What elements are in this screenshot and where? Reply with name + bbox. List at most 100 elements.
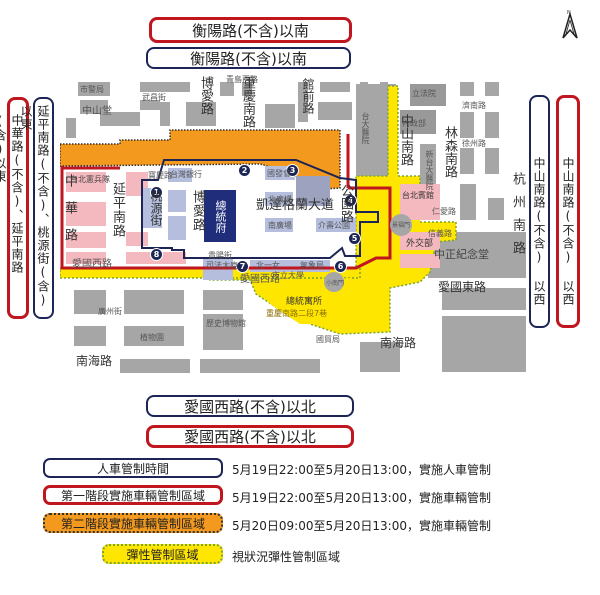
landmark-label: 小南門 xyxy=(326,280,345,287)
checkpoint-marker-2: 2 xyxy=(238,164,251,177)
landmark-label: 中山堂 xyxy=(82,106,112,117)
presidential-office-label: 總統府 xyxy=(214,199,227,233)
marker-label: 1 xyxy=(153,188,160,197)
landmark-label: 景福門 xyxy=(392,222,411,229)
svg-text:N: N xyxy=(567,10,571,16)
south-boundary-red-label: 愛國西路(不含)以北 xyxy=(184,428,316,446)
road-label: 徐州路 xyxy=(462,139,486,148)
south-boundary-navy-label: 愛國西路(不含)以北 xyxy=(184,397,316,416)
control-boundaries xyxy=(60,134,392,270)
landmark-label: 北一女 xyxy=(256,261,280,270)
marker-label: 8 xyxy=(153,250,160,259)
legend-text: 5月19日22:00至5月20日13:00，實施車輛管制 xyxy=(232,491,491,505)
landmark-label: 台北賓館 xyxy=(402,191,434,200)
marker-label: 6 xyxy=(337,262,344,271)
north-boundary-navy: 衡陽路(不含)以南 xyxy=(146,47,351,69)
legend-text: 視狀況彈性管制區域 xyxy=(232,550,341,564)
west-boundary-red: 中華路(不含)、延平南路(含)以東 xyxy=(0,97,29,319)
south-boundary-navy: 愛國西路(不含)以北 xyxy=(146,395,354,417)
legend-badge-phase-two: 第二階段實施車輛管制區域 xyxy=(43,513,223,533)
landmark-label: 台北憲兵隊 xyxy=(70,175,110,184)
legend-badge-label: 人車管制時間 xyxy=(96,461,169,476)
landmark-label: 中正紀念堂 xyxy=(434,248,489,261)
road-label: 貴陽街 xyxy=(208,251,232,260)
landmark-label: 氣象局 xyxy=(300,261,324,270)
west-boundary-navy-label: 延平南路(不含)、桃源街(含)以東 xyxy=(19,105,50,308)
road-label: 廣州街 xyxy=(98,307,122,316)
east-boundary-red-label: 中山南路(不含) 以西 xyxy=(561,157,575,306)
east-boundary-navy: 中山南路(不含) 以西 xyxy=(529,95,550,328)
north-arrow-icon: N xyxy=(561,8,579,40)
landmark-label: 植物園 xyxy=(140,333,164,342)
marker-label: 4 xyxy=(347,196,354,205)
west-boundary-navy: 延平南路(不含)、桃源街(含)以東 xyxy=(19,97,54,319)
road-label: 中華路 xyxy=(62,174,77,255)
landmark-label: 市立大學 xyxy=(272,271,304,280)
road-label: 杭州南路 xyxy=(510,172,525,264)
marker-label: 5 xyxy=(351,234,358,243)
road-label: 博愛路 xyxy=(198,76,213,115)
landmark-label: 司法大廈 xyxy=(206,261,238,270)
checkpoint-marker-7: 7 xyxy=(236,260,249,273)
legend-badge-phase-one: 第一階段實施車輛管制區域 xyxy=(43,485,223,505)
landmark-label: 國發會 xyxy=(267,169,291,178)
map: 總統府 1 2 3 4 5 6 7 8 中華路 延平南路 桃源街 博愛路 博愛路… xyxy=(60,72,530,382)
road-label: 凱達格蘭大道 xyxy=(256,198,335,213)
checkpoint-marker-6: 6 xyxy=(334,260,347,273)
road-label: 青島西路 xyxy=(226,75,258,84)
road-label: 愛國西路 xyxy=(240,274,280,285)
checkpoint-marker-1: 1 xyxy=(150,186,163,199)
landmark-label: 北廣場 xyxy=(268,195,292,204)
marker-label: 7 xyxy=(239,262,246,271)
landmark-label: 台大醫院 xyxy=(361,112,370,144)
road-label: 濟南路 xyxy=(462,101,486,110)
road-label: 博愛路 xyxy=(190,190,205,232)
north-boundary-navy-label: 衡陽路(不含)以南 xyxy=(190,49,307,68)
road-label: 武昌街 xyxy=(142,93,166,102)
road-label: 仁愛路 xyxy=(432,207,456,216)
road-label: 桃源街 xyxy=(149,190,163,226)
landmark-label: 新台大醫院 xyxy=(425,150,434,190)
legend-badge-people-vehicle-time: 人車管制時間 xyxy=(43,458,223,478)
landmark-label: 南廣場 xyxy=(268,221,292,230)
east-boundary-navy-label: 中山南路(不含) 以西 xyxy=(532,157,546,306)
road-label: 南海路 xyxy=(380,336,417,350)
landmark-label: 外交部 xyxy=(406,239,434,249)
legend-badge-label: 第二階段實施車輛管制區域 xyxy=(60,516,205,531)
north-boundary-red-label: 衡陽路(不含)以南 xyxy=(192,21,309,40)
marker-label: 3 xyxy=(289,166,296,175)
east-boundary-red: 中山南路(不含) 以西 xyxy=(556,95,580,328)
landmark-label: 國貿局 xyxy=(316,335,340,344)
landmark-label: 立法院 xyxy=(412,89,436,98)
marker-label: 2 xyxy=(241,166,248,175)
road-label: 公園路 xyxy=(338,184,353,223)
road-label: 延平南路 xyxy=(110,182,125,238)
road-label: 信義路 xyxy=(428,229,452,238)
legend-badge-label: 彈性管制區域 xyxy=(126,547,199,562)
road-label: 愛國西路 xyxy=(72,259,112,270)
legend-badge-flexible: 彈性管制區域 xyxy=(102,544,223,564)
checkpoint-marker-8: 8 xyxy=(150,248,163,261)
road-label: 重慶南路二段7巷 xyxy=(266,309,328,318)
legend-text: 5月19日22:00至5月20日13:00，實施人車管制 xyxy=(232,463,491,477)
checkpoint-marker-4: 4 xyxy=(344,194,357,207)
landmark-label: 總統寓所 xyxy=(286,297,323,307)
road-label: 愛國東路 xyxy=(438,280,487,294)
south-boundary-red: 愛國西路(不含)以北 xyxy=(146,425,354,448)
west-boundary-red-label: 中華路(不含)、延平南路(含)以東 xyxy=(0,114,24,274)
landmark-label: 台灣銀行 xyxy=(170,170,202,179)
road-label: 寶慶路 xyxy=(148,171,172,180)
landmark-label: 介壽公園 xyxy=(318,221,350,230)
presidential-office-block: 總統府 xyxy=(204,190,236,242)
legend-text: 5月20日09:00至5月20日13:00，實施車輛管制 xyxy=(232,519,491,533)
checkpoint-marker-5: 5 xyxy=(348,232,361,245)
road-label: 館前路 xyxy=(301,78,315,114)
road-label: 林森南路 xyxy=(442,126,457,178)
road-label: 南海路 xyxy=(76,354,113,368)
road-label: 重慶南路 xyxy=(240,76,255,128)
road-label: 中山南路 xyxy=(398,114,413,166)
landmark-label: 市警局 xyxy=(80,85,104,94)
landmark-label: 歷史博物館 xyxy=(206,319,246,328)
checkpoint-marker-3: 3 xyxy=(286,164,299,177)
north-boundary-red: 衡陽路(不含)以南 xyxy=(149,17,352,43)
